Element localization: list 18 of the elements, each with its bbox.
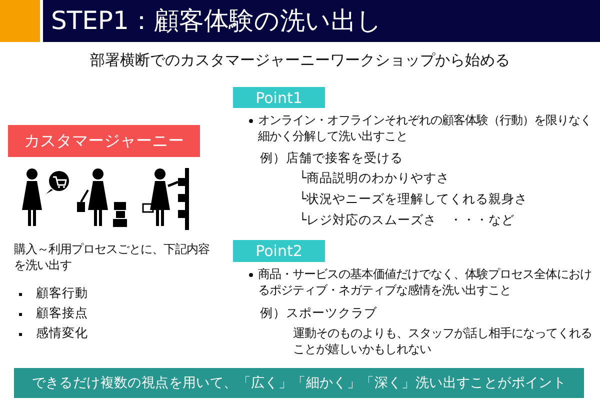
example-text: 例）店舗で接客を受ける (260, 150, 404, 167)
subtitle: 部署横断でのカスタマージャーニーワークショップから始める (89, 50, 511, 70)
list-item: 感情変化 (36, 325, 89, 342)
bullet-text: オンライン・オフラインそれぞれの顧客体験（行動）を限りなく細かく分解して洗い出すこと (258, 112, 592, 144)
example-item: └状況やニーズを理解してくれる親身さ (299, 191, 529, 208)
example-text: 運動そのものよりも、スタッフが話し相手になってくれることが嬉しいかもしれない (293, 325, 593, 358)
list-item: 顧客行動 (36, 285, 89, 302)
point-tag: Point2 (233, 240, 325, 262)
category-box: カスタマージャーニー (8, 125, 200, 157)
bullet-text: 商品・サービスの基本価値だけでなく、体験プロセス全体におけるポジティブ・ネガティブな感情を洗い出すこと (258, 266, 592, 298)
example-text: 例）スポーツクラブ (260, 305, 378, 322)
example-item: └商品説明のわかりやすさ (299, 170, 451, 187)
point-tag: Point1 (233, 87, 325, 108)
summary-banner: できるだけ複数の視点を用いて、「広く」「細かく」「深く」洗い出すことがポイント (14, 368, 584, 398)
example-item: └レジ対応のスムーズさ ・・・など (299, 212, 516, 229)
title: STEP1：顧客体験の洗い出し (51, 5, 382, 37)
list-item: 顧客接点 (36, 305, 89, 322)
description-text: 購入～利用プロセスごとに、下記内容を洗い出す (14, 241, 210, 274)
